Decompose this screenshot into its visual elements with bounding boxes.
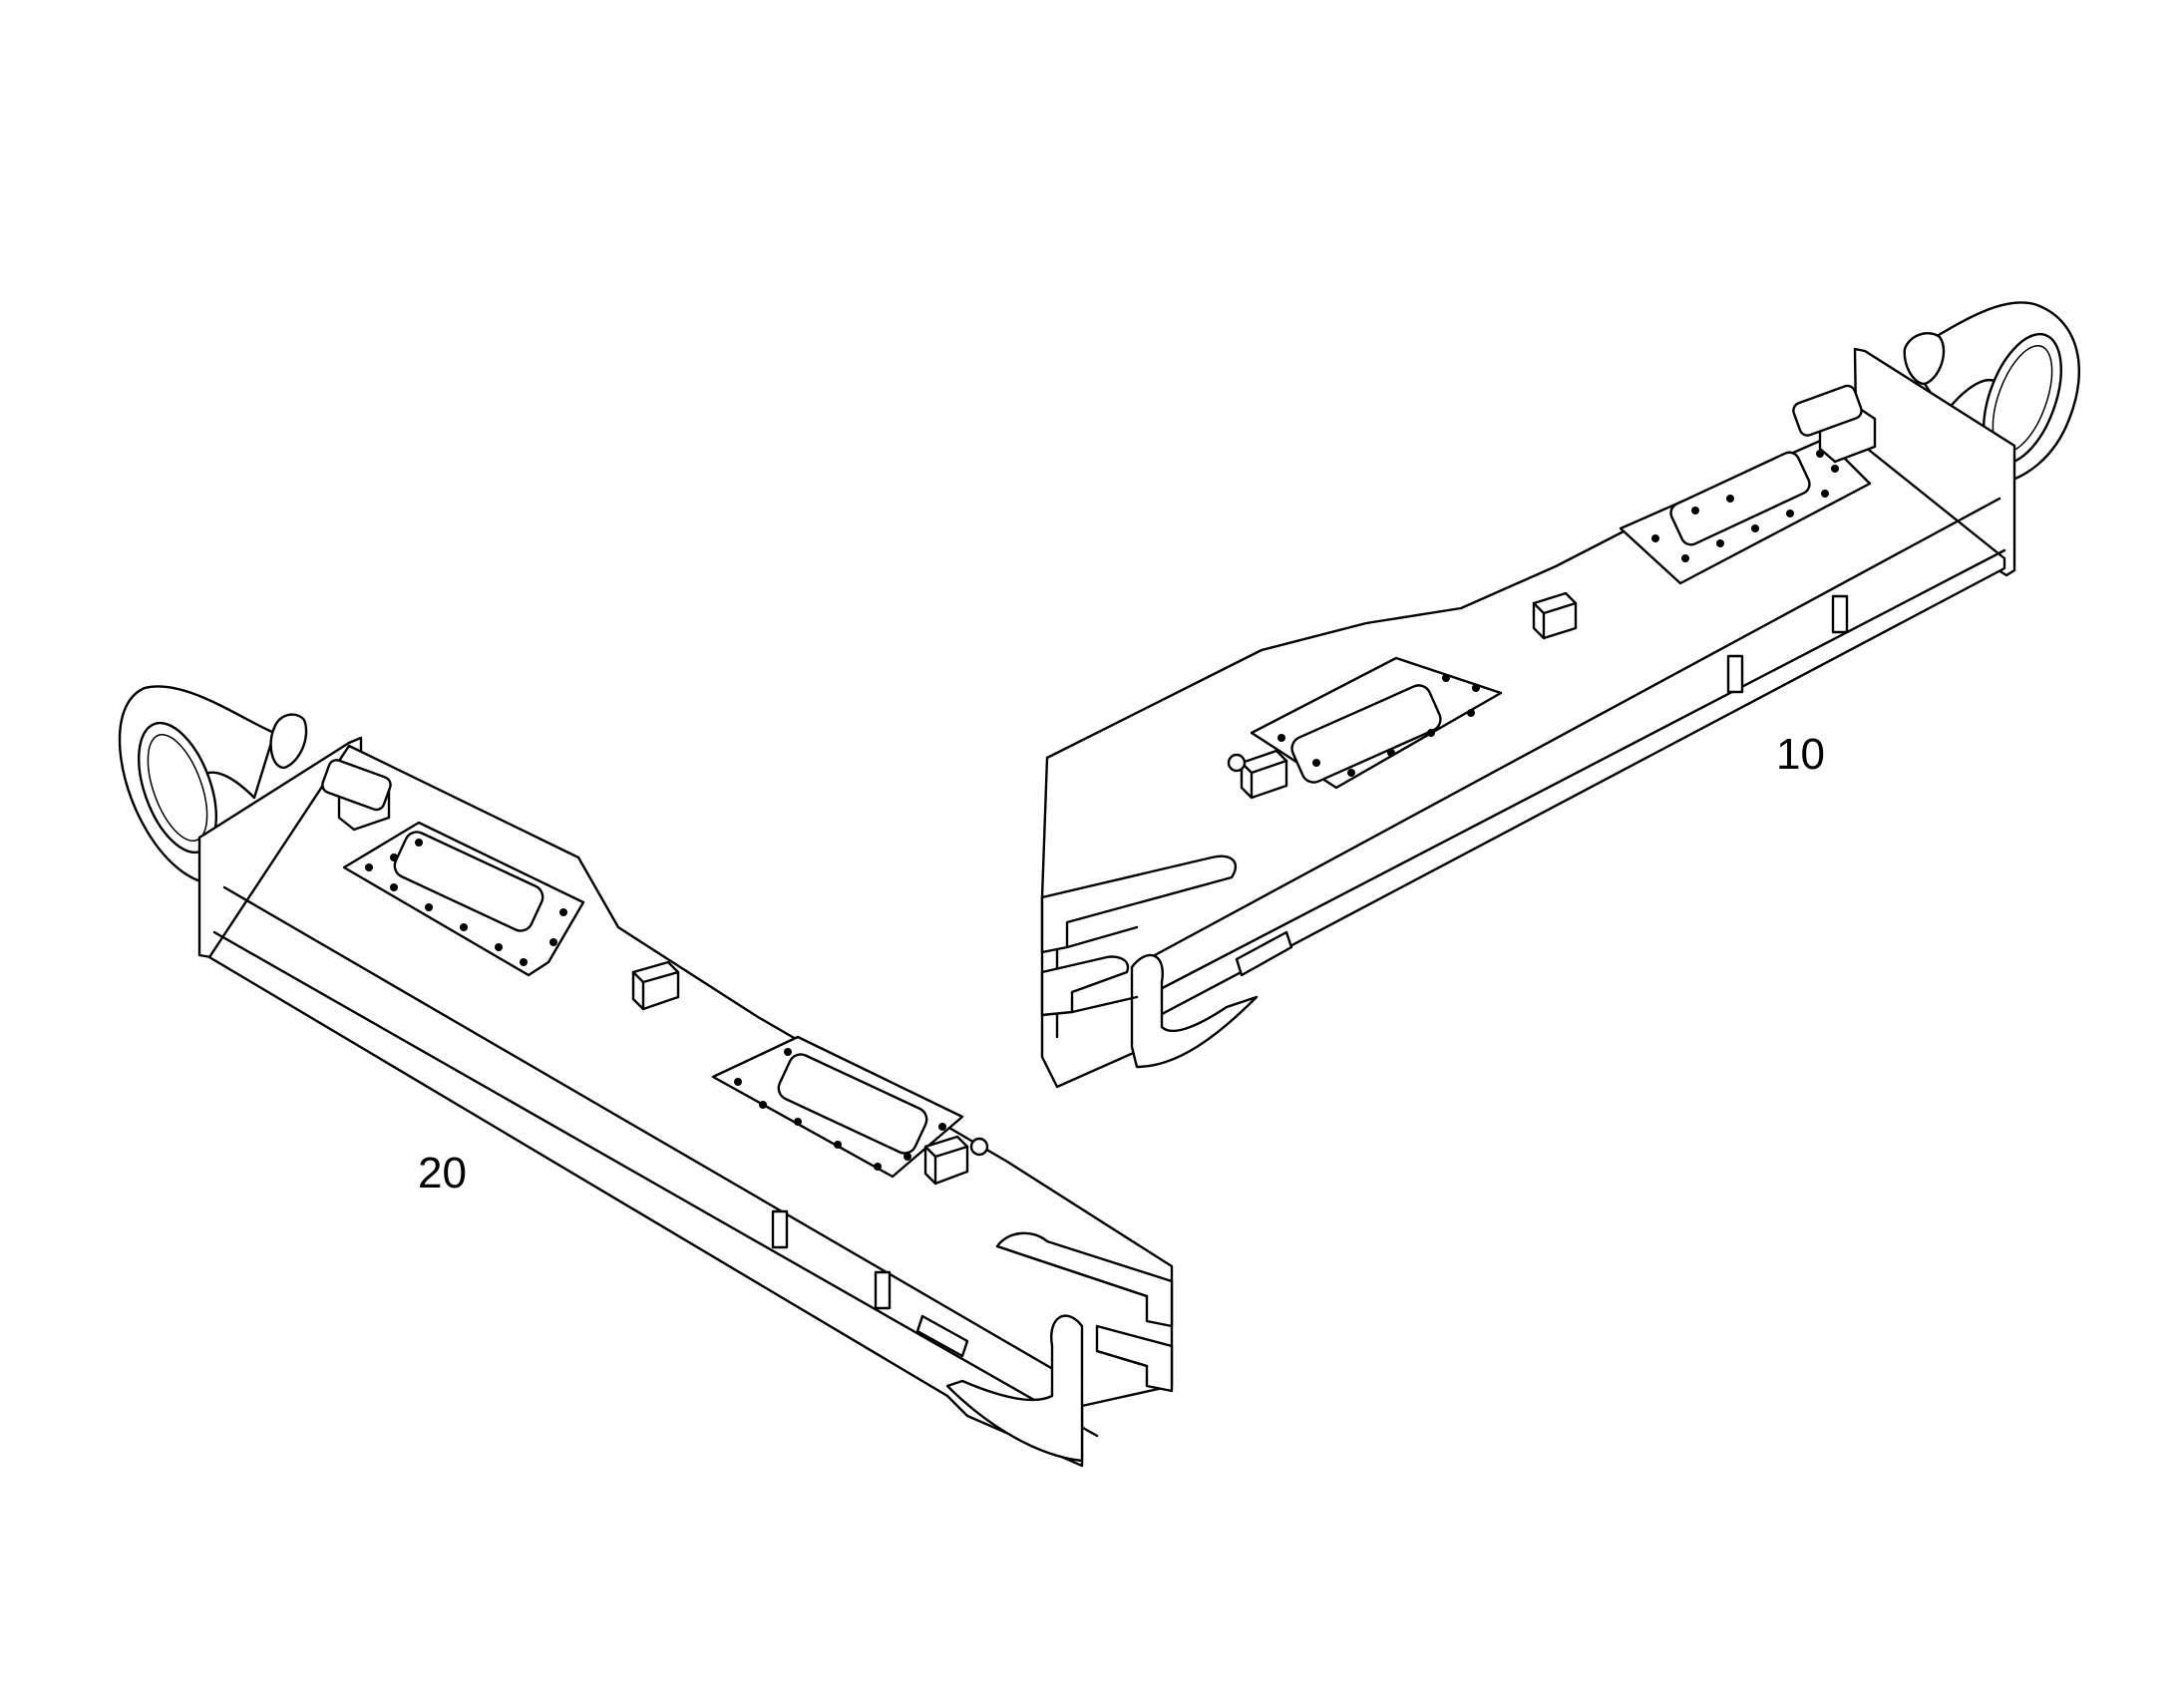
arm-10-block-2	[1227, 749, 1288, 800]
arm-20-block-1	[631, 960, 680, 1011]
callout-label-20: 20	[418, 1149, 467, 1197]
arm-10-block-3	[1792, 384, 1877, 464]
arm-20-side-port	[915, 1314, 969, 1358]
arm-20-block-3	[321, 759, 392, 832]
arm-part-20	[118, 685, 1174, 1468]
arm-10-block-1	[1532, 591, 1578, 640]
arm-20-fork-end	[945, 1231, 1174, 1463]
arm-20-mount-plate-1	[342, 821, 585, 977]
arm-10-slot-1	[1726, 654, 1744, 694]
arm-20-body	[207, 744, 1174, 1468]
arm-10-slot-2	[1831, 594, 1849, 634]
arm-10-mount-plate-1	[1619, 437, 1872, 585]
arm-10-fork-end	[1040, 854, 1259, 1069]
arm-10-mount-plate-2	[1250, 656, 1503, 790]
arm-20-eye-end	[118, 685, 308, 884]
callout-label-10: 10	[1776, 730, 1825, 779]
arm-20-block-2	[923, 1135, 989, 1186]
arm-10-body	[1040, 437, 2006, 1089]
arm-10-eye-end	[1903, 301, 2080, 486]
arm-20-slot-1	[771, 1209, 789, 1249]
arm-20-slot-2	[874, 1270, 892, 1310]
arm-20-mount-plate-2	[711, 1035, 964, 1179]
arm-10-side-port	[1235, 930, 1293, 977]
arm-part-10	[1040, 301, 2080, 1089]
